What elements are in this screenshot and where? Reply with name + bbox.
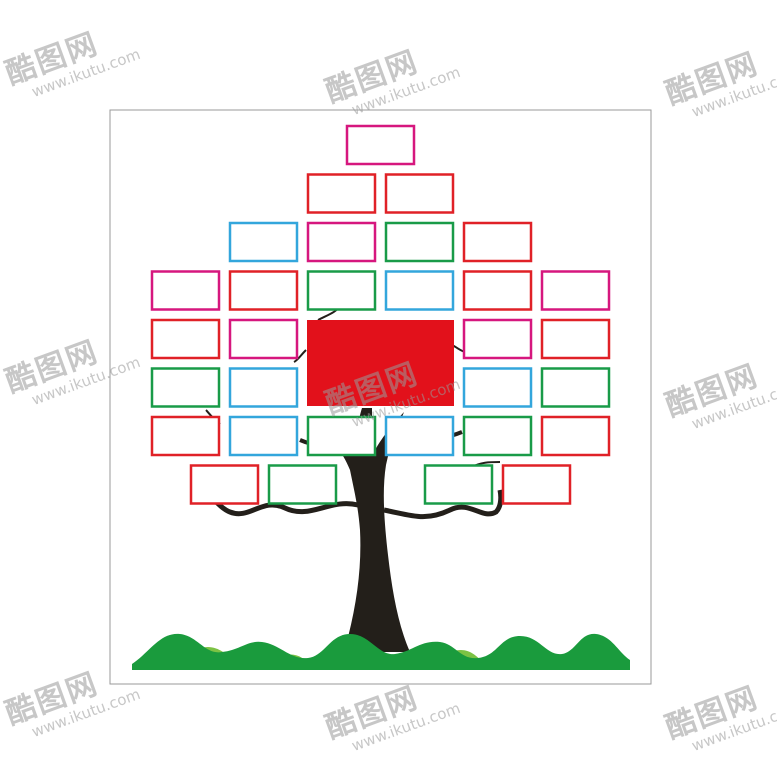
member-box bbox=[267, 464, 338, 505]
member-box bbox=[462, 367, 533, 408]
member-box bbox=[462, 415, 533, 457]
member-box bbox=[150, 415, 221, 457]
member-box bbox=[150, 318, 221, 360]
member-box bbox=[384, 270, 455, 311]
member-box bbox=[228, 367, 299, 408]
member-box bbox=[345, 124, 416, 166]
member-box bbox=[540, 318, 611, 360]
branch-left bbox=[212, 498, 359, 517]
member-box bbox=[228, 270, 299, 311]
member-box bbox=[384, 221, 455, 263]
member-box bbox=[150, 367, 221, 408]
member-box bbox=[462, 318, 533, 360]
branch-right bbox=[383, 489, 504, 520]
member-box bbox=[228, 415, 299, 457]
member-box bbox=[306, 221, 377, 263]
member-box bbox=[423, 464, 494, 505]
twig-2 bbox=[293, 349, 307, 363]
member-box bbox=[540, 415, 611, 457]
member-box bbox=[150, 270, 221, 311]
member-box bbox=[462, 221, 533, 263]
trunk-shape bbox=[318, 408, 410, 652]
member-box bbox=[462, 270, 533, 311]
member-box bbox=[384, 415, 455, 457]
member-box bbox=[540, 270, 611, 311]
member-box bbox=[540, 367, 611, 408]
grass bbox=[132, 633, 630, 670]
member-box bbox=[306, 270, 377, 311]
member-box bbox=[228, 221, 299, 263]
member-box bbox=[189, 464, 260, 505]
center-box bbox=[307, 320, 454, 406]
member-box bbox=[306, 173, 377, 214]
member-boxes bbox=[150, 124, 611, 505]
member-box bbox=[306, 415, 377, 457]
member-box bbox=[228, 318, 299, 360]
member-box bbox=[384, 173, 455, 214]
member-box bbox=[501, 464, 572, 505]
grass-dark bbox=[132, 633, 630, 670]
